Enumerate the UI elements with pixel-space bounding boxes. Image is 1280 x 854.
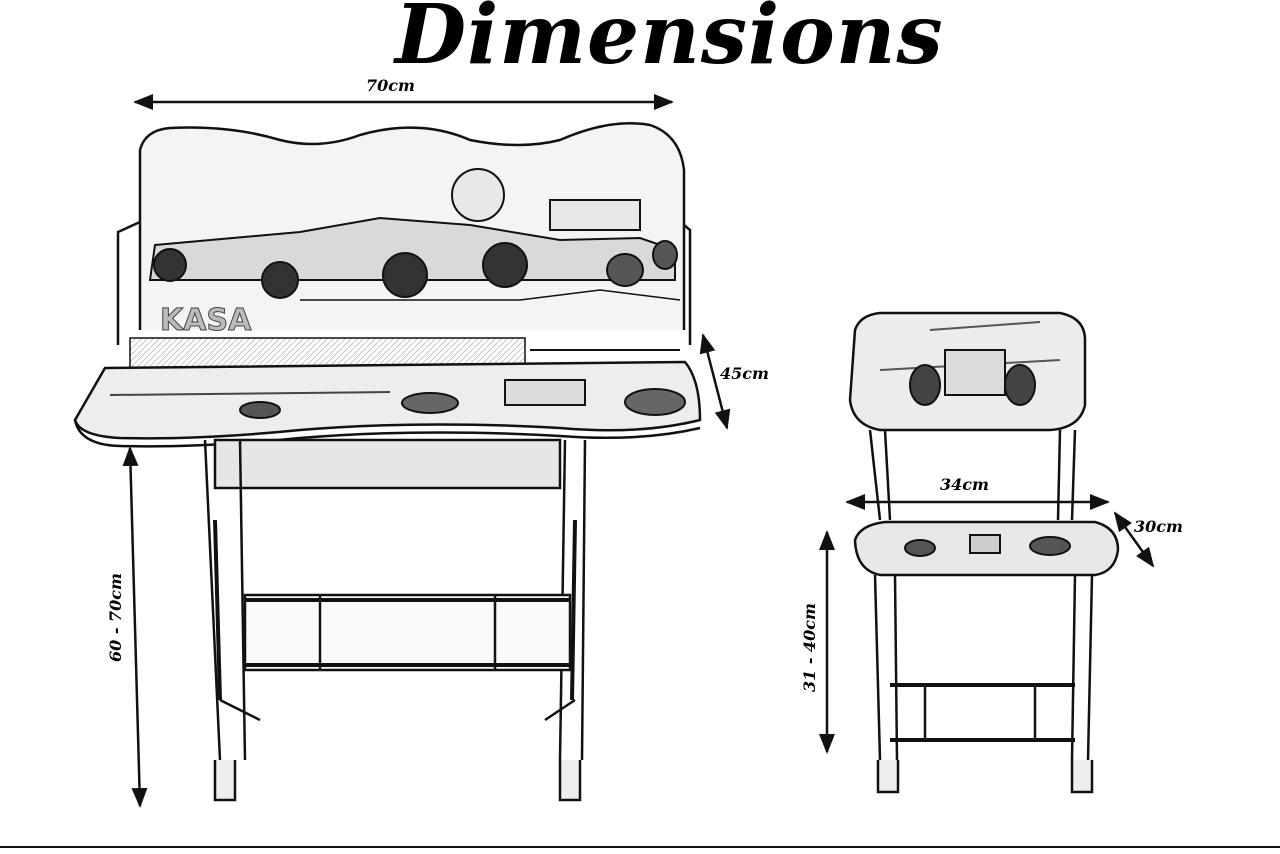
desk-top: [73, 360, 702, 440]
desk-left-leg: [203, 439, 247, 761]
desk-height-arrow: [122, 446, 148, 808]
desk-drawer: [213, 438, 562, 490]
desk-panel-height-arrow: [699, 333, 731, 430]
chair-depth-arrow: [1113, 511, 1155, 568]
dimension-arrows: [122, 94, 1155, 808]
desk-width-label: 70cm: [366, 76, 415, 95]
desk-height-label: 60 - 70cm: [106, 573, 125, 662]
desk-panel-height-label: 45cm: [720, 364, 769, 383]
chair-crossbar: [890, 683, 1075, 742]
chair-depth-label: 30cm: [1134, 517, 1183, 536]
desk: KASA: [73, 122, 702, 802]
chair-height-label: 31 - 40cm: [800, 603, 819, 692]
desk-crossbar: [243, 593, 572, 672]
chair: [848, 311, 1120, 794]
desk-race-car-artwork: [148, 168, 681, 301]
bottom-divider: [0, 846, 1280, 848]
desk-panel-text: KASA: [160, 303, 252, 338]
page-title: Dimensions: [395, 0, 944, 83]
chair-width-label: 34cm: [940, 475, 989, 494]
